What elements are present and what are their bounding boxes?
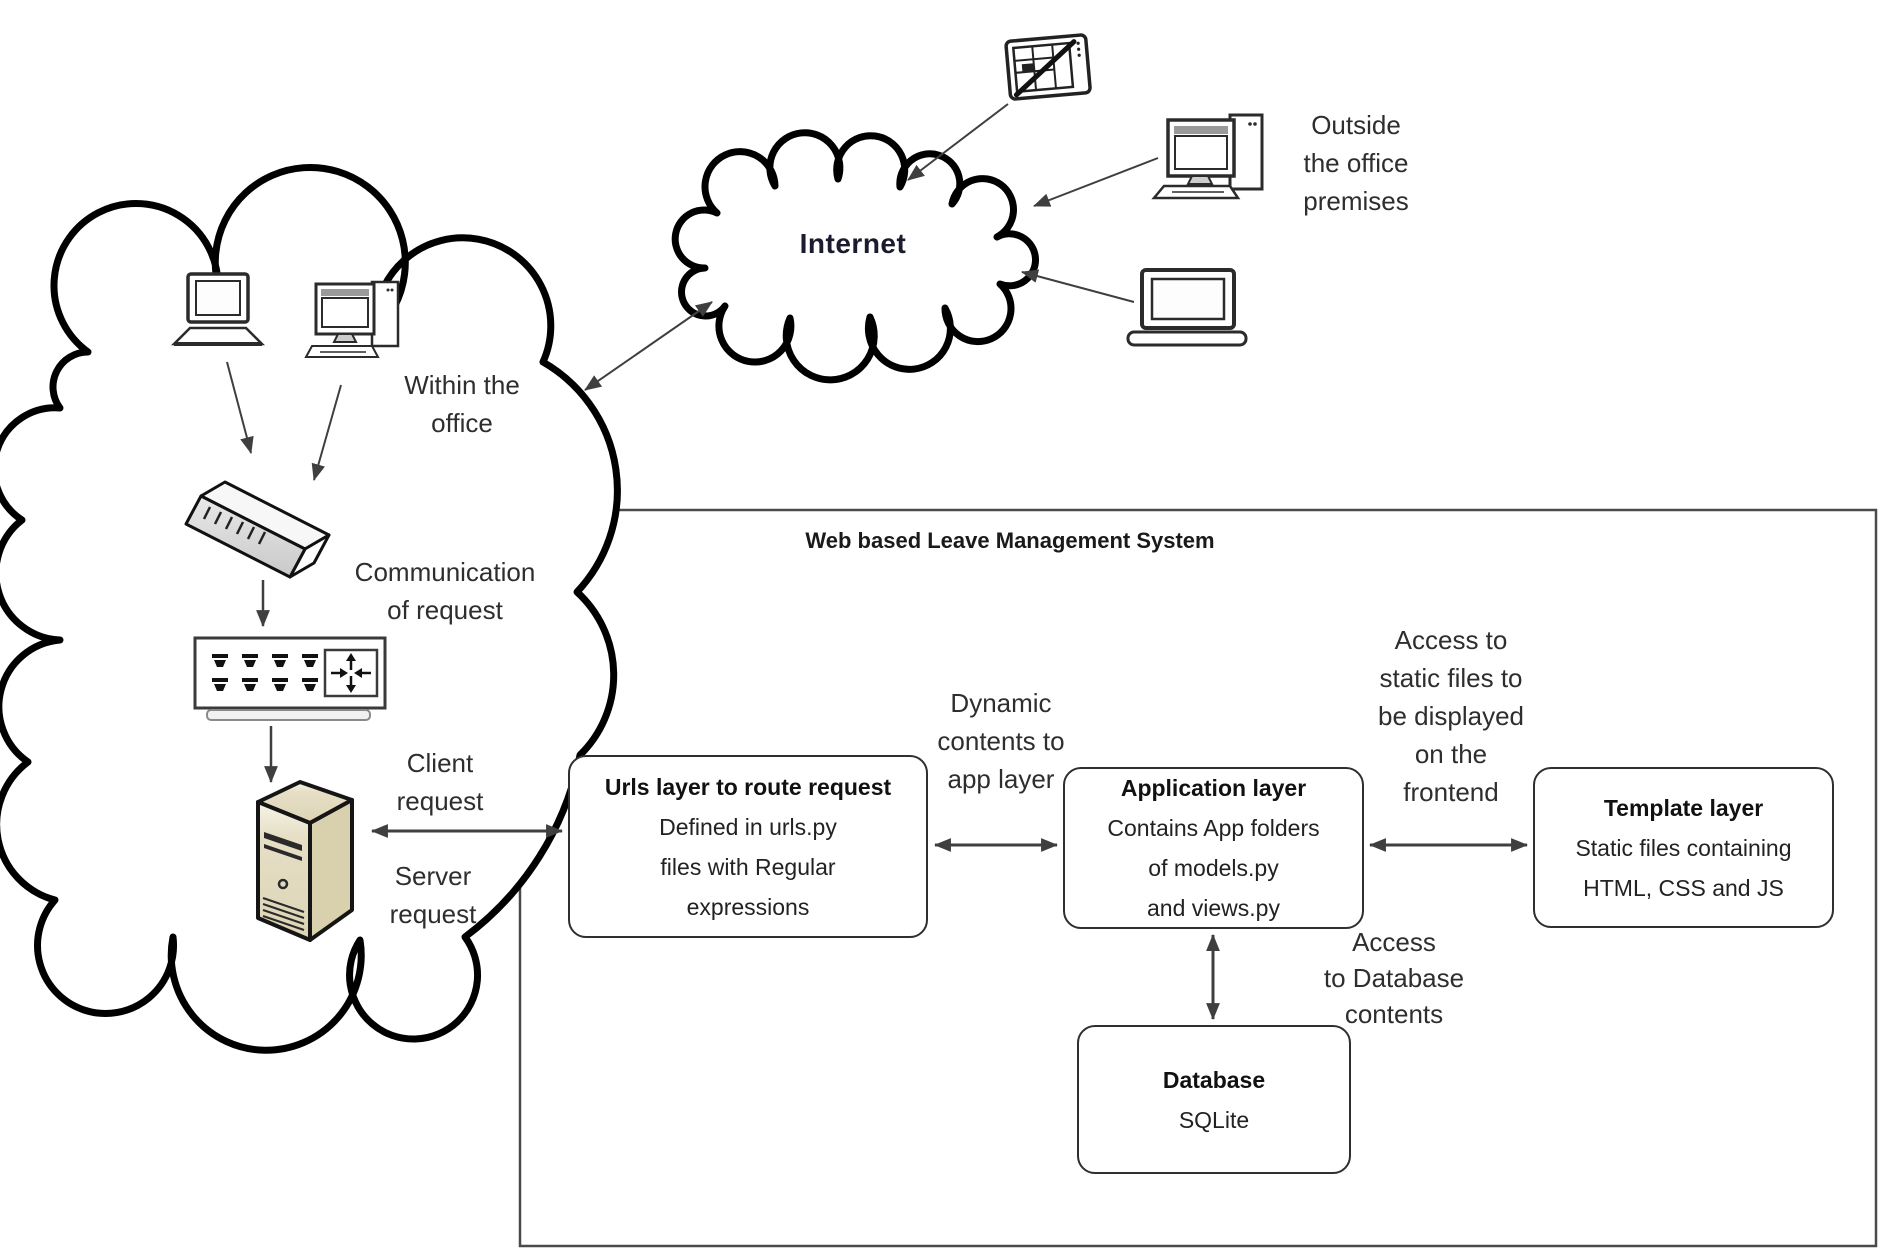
arrow-desktop-to-internet	[1033, 157, 1159, 207]
stylus-icon	[1013, 39, 1077, 98]
outside-office-label: Outside the office premises	[1303, 110, 1409, 216]
urls-layer-box: Urls layer to route request Defined in u…	[568, 755, 928, 938]
internet-cloud-label: Internet	[799, 228, 907, 259]
arrow-tablet-to-internet	[907, 103, 1009, 181]
system-title: Web based Leave Management System	[805, 528, 1215, 553]
arrow-office-desktop-to-hub	[311, 384, 342, 482]
application-layer-box: Application layer Contains App folders o…	[1063, 767, 1364, 929]
database-title: Database	[1162, 1066, 1266, 1093]
tablet-icon	[1004, 33, 1092, 101]
hub-icon	[184, 480, 331, 579]
switch-icon	[193, 636, 387, 721]
laptop-icon-office	[170, 272, 266, 346]
within-office-label: Within the office	[404, 370, 520, 438]
application-layer-title: Application layer	[1120, 775, 1307, 801]
client-request-label: Client request	[396, 748, 484, 816]
server-request-label: Server request	[389, 861, 477, 929]
server-icon	[256, 780, 354, 942]
arrow-laptop-to-internet	[1020, 269, 1135, 303]
template-layer-title: Template layer	[1603, 794, 1764, 821]
urls-layer-body: Defined in urls.py files with Regular ex…	[659, 813, 837, 920]
switch-routing-icon	[323, 648, 379, 698]
switch-ports-row2	[212, 678, 318, 691]
desktop-icon-office	[304, 280, 400, 358]
dynamic-contents-label: Dynamic contents to app layer	[937, 688, 1065, 794]
access-static-files-label: Access to static files to be displayed o…	[1378, 625, 1524, 807]
communication-of-request-label: Communication of request	[354, 557, 536, 625]
desktop-icon-outside	[1151, 113, 1264, 200]
switch-ports-row1	[212, 654, 318, 667]
template-layer-box: Template layer Static files containing H…	[1533, 767, 1834, 928]
database-box: Database SQLite	[1077, 1025, 1351, 1174]
arrow-internet-office	[584, 301, 713, 391]
arrows	[226, 103, 1529, 1021]
internet-cloud	[671, 129, 1039, 384]
arrow-office-laptop-to-hub	[226, 361, 254, 455]
urls-layer-title: Urls layer to route request	[604, 773, 892, 800]
application-layer-body: Contains App folders of models.py and vi…	[1107, 815, 1320, 921]
database-body: SQLite	[1178, 1106, 1250, 1133]
access-database-label: Access to Database contents	[1323, 927, 1465, 1029]
template-layer-body: Static files containing HTML, CSS and JS	[1575, 834, 1792, 901]
laptop-icon-outside	[1126, 268, 1248, 347]
